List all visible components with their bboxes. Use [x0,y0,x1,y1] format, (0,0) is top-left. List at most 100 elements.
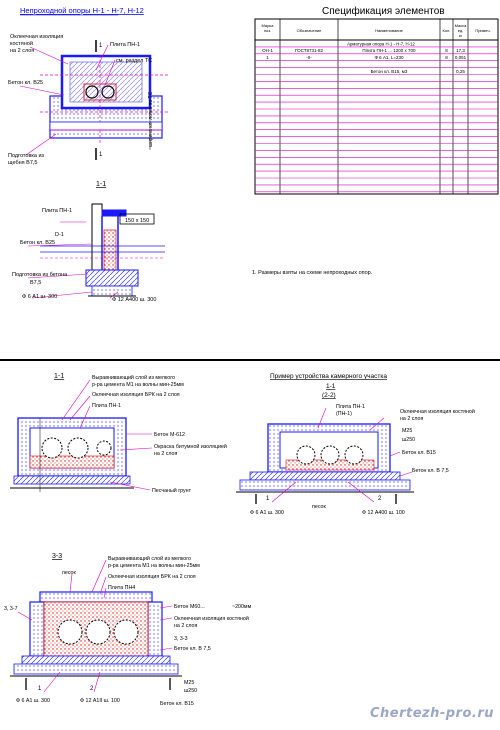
br-label-rebar1: Ф 6 А1 ш. 300 [250,510,284,516]
bottom-left-section: 1-1 Выравнивающий слой из мелкого р-ра ц… [10,373,227,494]
spec-cell-doc: ГОСТ8731-82 [295,48,324,53]
bl-label-plate: Плита ПН-1 [92,403,121,409]
bl-label-ins: Оклеечная изоляция БРК на 2 слоя [92,392,180,398]
svg-text:на 2 слоя: на 2 слоя [154,451,178,457]
spec-cell-mark: 1 [266,55,269,60]
plan-pipe-right [101,85,115,99]
spec-header-0: Марка [262,23,275,28]
s33-num1: 1 [38,686,42,692]
spec-title: Спецификация элементов [322,5,445,17]
plan-mark-1-top: 1 [99,43,103,49]
section-1-1-drawing: 1-1 Плита ПН-1 150 x 150 D-1 Бетон кл. В… [12,181,165,303]
bl-label-cover1: Выравнивающий слой из мелкого [92,374,175,381]
plan-label-insulation: Оклеечная изоляция [10,34,63,40]
plan-mark-1-bottom: 1 [99,152,103,158]
s33-label-m25: М25 [184,680,194,686]
br-num2: 2 [378,496,382,502]
plan-label-concrete: Бетон кл. В25 [8,80,43,86]
plan-label-soil: Подготовка из [8,153,45,159]
spec-cell-mark: ОН-1 [262,48,273,53]
spec-header-4: ед. [458,28,464,33]
spec-cell-doc: -II- [306,55,312,60]
s33-label-side2: 3, 3-3 [174,636,188,642]
svg-text:на 2 слоя: на 2 слоя [400,416,424,422]
s33-num2: 2 [90,686,94,692]
spec-cell-name: Бетон кл. В15, м3 [371,69,408,74]
top-title: Непроходной опоры Н-1 - Н-7, Н-12 [20,6,144,15]
s33-label-side: 3, 3-7 [4,606,18,612]
spec-cell-mass: 17,3 [456,48,465,53]
bl-label-concrete: Бетон М-612 [154,432,185,438]
br-title: Пример устройства камерного участка [270,372,387,380]
svg-text:на 2 слоя: на 2 слоя [10,48,34,54]
s33-label-cover1: Выравнивающий слой из мелкого [108,555,191,562]
spec-header-3: Кол. [443,28,451,33]
svg-text:В7,5: В7,5 [30,280,41,286]
br-label-w250: ш250 [402,437,415,443]
spec-header-5: Примеч. [475,28,490,33]
br-label-rebar2: Ф 12 А400 ш. 100 [362,510,405,516]
spec-cell-name: Ф 6 А1, L=230 [374,55,404,60]
s33-label-concrete: Бетон М60... [174,604,205,610]
bl-title: 1-1 [54,373,64,380]
br-sub1: 1-1 [326,383,336,390]
br-num1: 1 [266,496,270,502]
plan-label-embedded: см. раздел ТС [116,58,152,64]
svg-text:(ПН-1): (ПН-1) [336,411,352,417]
br-label-pesok: песок [312,504,326,510]
section-label-size: 150 x 150 [125,218,149,224]
spec-header-0: поз. [264,28,271,33]
s33-label-ins2: Оклеечная изоляция костяной [174,615,249,622]
s33-label-concrete3: Бетон кл. В15 [160,701,194,707]
s33-label-c200: ~200мм [232,604,252,610]
section-label-d1: D-1 [55,232,64,238]
spec-cell-name: Плита ПН-1 ... 1200 x 700 [362,48,416,53]
spec-header-2: Наименование [375,28,404,33]
spec-cell-mass: 0,051 [455,55,467,60]
watermark-logo: Chertezh-pro.ru [369,706,494,721]
note-text: 1. Размеры взяты на схеме непроходных оп… [252,270,373,276]
s33-label-ins: Оклеечная изоляция БРК на 2 слоя [108,574,196,580]
svg-text:костяной: костяной [10,40,33,47]
plan-dim-right: ширина кл. лотка по ТС [148,91,154,147]
svg-text:на 2 слоя: на 2 слоя [174,623,198,629]
br-label-m25: М25 [402,428,412,434]
spec-group-title: Арматурная опора Н-1 - Н-7, Н-12 [347,41,415,46]
plan-label-plate: Плита ПН-1 [110,42,140,48]
br-label-ins: Оклеечная изоляция костяной [400,408,475,415]
svg-text:щебня В7,5: щебня В7,5 [8,160,37,166]
section-label-prep: Подготовка из бетона [12,272,68,278]
spec-cell-qty: 8 [445,55,448,60]
section-label-concrete: Бетон кл. В25 [20,240,55,246]
br-label-concrete2: Бетон кл. В 7,5 [412,468,449,474]
svg-text:р-ра цемента М1 на волны мин-2: р-ра цемента М1 на волны мин-25мм [108,563,200,569]
section-label-plate: Плита ПН-1 [42,208,72,214]
plan-drawing: Непроходной опоры Н-1 - Н-7, Н-12 1 1 ши… [8,6,170,166]
br-label-concrete: Бетон кл. В15 [402,450,436,456]
spec-header-1: Обозначение [297,28,323,33]
spec-header-4: кг [459,33,463,38]
br-sub2: (2-2) [322,392,336,399]
spec-table-border [254,18,499,195]
spec-cell-qty: 8 [445,48,448,53]
bl-label-soil: Песчаный грунт [152,487,192,494]
s33-label-pesok: песок [62,570,76,576]
plan-pipe-left [85,85,99,99]
br-label-plate: Плита ПН-1 [336,404,365,410]
s33-title: 3-3 [52,553,62,560]
spec-cell-mass: 0,25 [456,69,465,74]
bottom-right-section: Пример устройства камерного участка 1-1 … [236,372,475,516]
s33-label-plate: Плита ПН4 [108,585,135,591]
svg-text:р-ра цемента М1 на волны мин-2: р-ра цемента М1 на волны мин-25мм [92,382,184,388]
s33-label-rebar1: Ф 6 А1 ш. 300 [16,698,50,704]
s33-label-concrete2: Бетон кл. В 7,5 [174,646,211,652]
section-label-rebar2: Ф 12 А400 ш. 300 [112,297,156,303]
spec-header-4: Масса [455,23,468,28]
s33-label-w250: ш250 [184,688,197,694]
s33-label-rebar2: Ф 12 А1II ш. 100 [80,698,120,704]
bl-label-ins2: Окраска битумной изоляцией [154,443,227,450]
section-title: 1-1 [96,181,106,188]
